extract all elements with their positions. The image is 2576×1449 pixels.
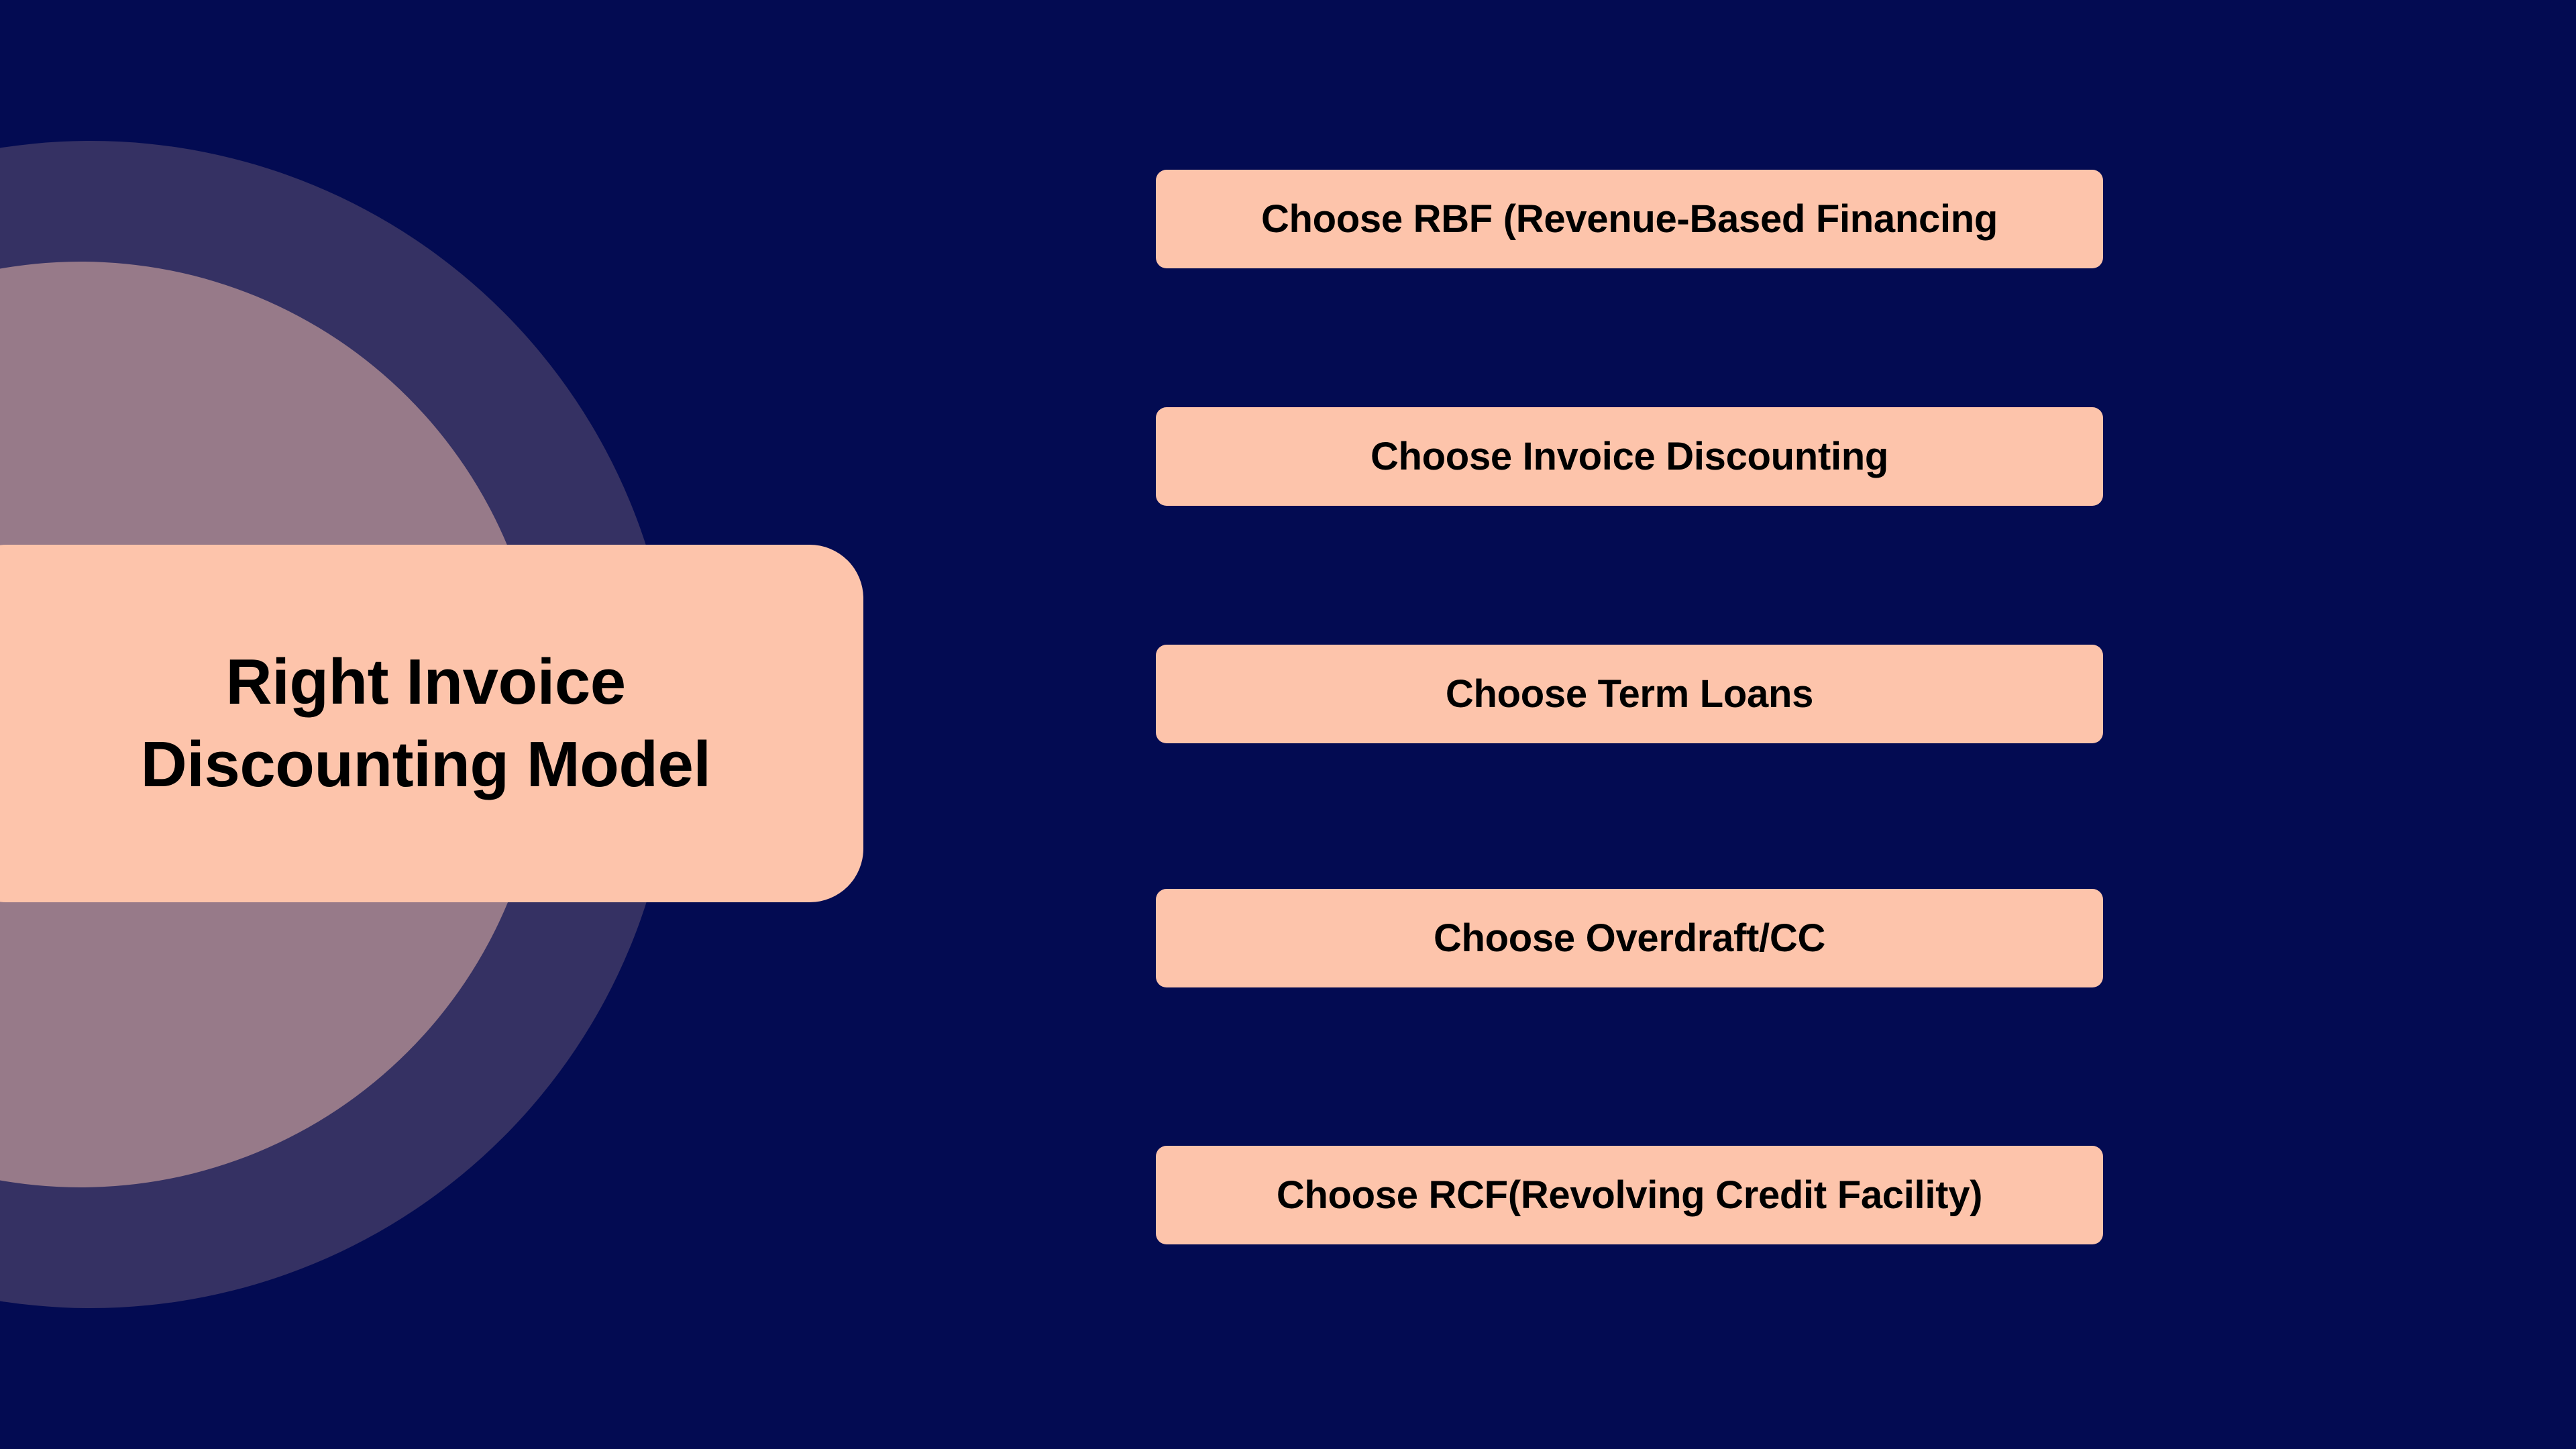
option-button-invoice-discounting-label: Choose Invoice Discounting	[1370, 435, 1889, 478]
option-button-rbf[interactable]: Choose RBF (Revenue-Based Financing	[1156, 170, 2103, 268]
title-card-text: Right Invoice Discounting Model	[140, 645, 711, 800]
title-card: Right Invoice Discounting Model	[0, 545, 863, 902]
option-button-invoice-discounting[interactable]: Choose Invoice Discounting	[1156, 407, 2103, 506]
option-button-term-loans-label: Choose Term Loans	[1445, 672, 1814, 716]
option-button-term-loans[interactable]: Choose Term Loans	[1156, 645, 2103, 743]
option-button-rcf[interactable]: Choose RCF(Revolving Credit Facility)	[1156, 1146, 2103, 1244]
option-button-overdraft-cc-label: Choose Overdraft/CC	[1433, 916, 1826, 960]
option-button-rcf-label: Choose RCF(Revolving Credit Facility)	[1276, 1173, 1983, 1217]
option-button-rbf-label: Choose RBF (Revenue-Based Financing	[1260, 197, 1998, 241]
option-button-overdraft-cc[interactable]: Choose Overdraft/CC	[1156, 889, 2103, 987]
